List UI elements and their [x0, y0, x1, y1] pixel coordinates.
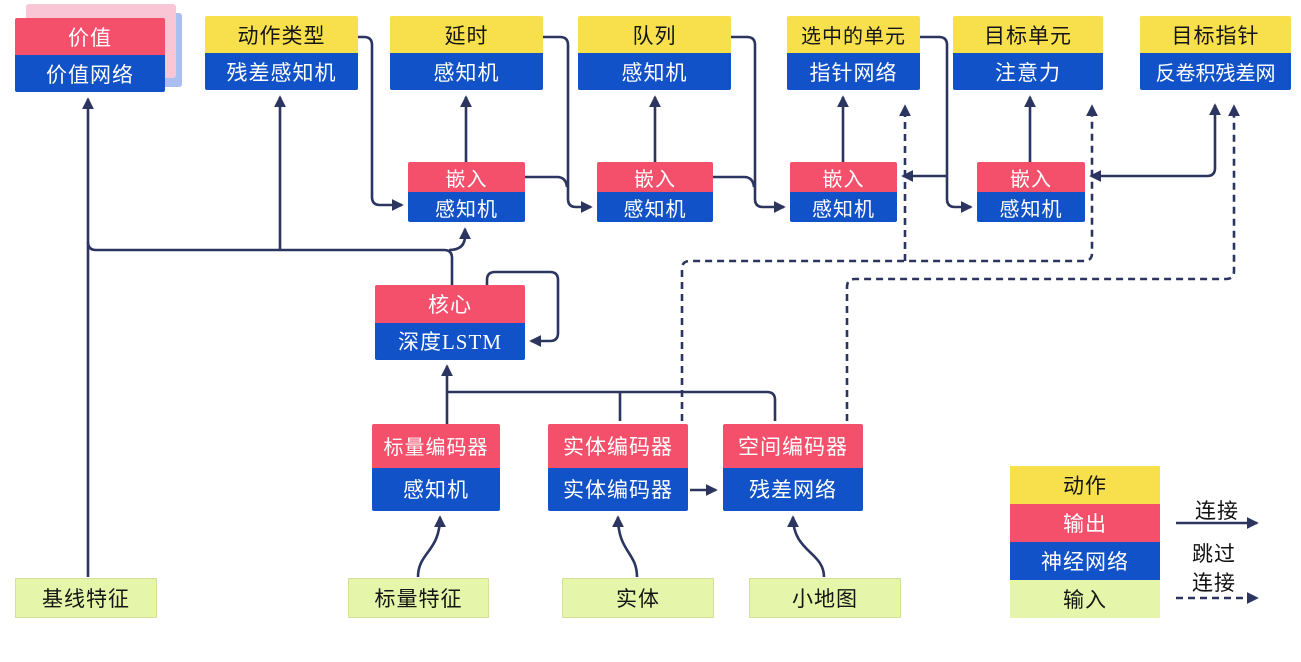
embed4-label: 嵌入 — [977, 162, 1085, 192]
wire-actiontype-to-embed1 — [358, 35, 404, 211]
wire-queue-to-embed3 — [731, 35, 786, 213]
spatial-encoder-network-label: 残差网络 — [723, 467, 863, 511]
wire-embed1-merge — [525, 175, 569, 188]
core-network-label: 深度LSTM — [375, 322, 525, 360]
wire-selected-to-embed4 — [920, 35, 973, 213]
input-entities: 实体 — [562, 578, 714, 618]
embed2-network-label: 感知机 — [597, 192, 713, 222]
target-unit-network-label: 注意力 — [953, 53, 1103, 90]
embed3-network-label: 感知机 — [790, 192, 897, 222]
node-entity-encoder: 实体编码器 实体编码器 — [548, 424, 688, 511]
legend-input-swatch: 输入 — [1010, 580, 1160, 618]
node-spatial-encoder: 空间编码器 残差网络 — [723, 424, 863, 511]
target-point-network-label: 反卷积残差网 — [1140, 53, 1291, 90]
embed1-label: 嵌入 — [408, 162, 525, 192]
core-label: 核心 — [375, 285, 525, 323]
skip-entityenc-to-targetunit — [680, 104, 1098, 421]
wire-delay-to-embed2 — [543, 35, 593, 213]
input-baseline-features: 基线特征 — [15, 578, 157, 618]
action-type-network-label: 残差感知机 — [205, 53, 358, 90]
target-unit-label: 目标单元 — [953, 16, 1103, 53]
value-output-label: 价值 — [15, 18, 165, 55]
wire-trunk-to-embed1 — [448, 227, 471, 252]
node-embed3: 嵌入 感知机 — [790, 162, 897, 222]
node-value: 价值 价值网络 — [15, 18, 165, 92]
wire-entities-to-entityenc — [612, 515, 639, 578]
delay-network-label: 感知机 — [390, 53, 543, 90]
node-delay: 延时 感知机 — [390, 16, 543, 90]
legend-skip-connection-label: 跳过连接 — [1192, 542, 1236, 595]
scalar-encoder-label: 标量编码器 — [372, 424, 500, 468]
node-embed2: 嵌入 感知机 — [597, 162, 713, 222]
queue-label: 队列 — [578, 16, 731, 53]
action-type-label: 动作类型 — [205, 16, 358, 53]
queue-network-label: 感知机 — [578, 53, 731, 90]
wire-embed2-merge — [713, 175, 756, 188]
node-core: 核心 深度LSTM — [375, 285, 525, 360]
delay-label: 延时 — [390, 16, 543, 53]
wire-core-self-loop — [485, 270, 560, 347]
node-embed4: 嵌入 感知机 — [977, 162, 1085, 222]
embed1-network-label: 感知机 — [408, 192, 525, 222]
node-embed1: 嵌入 感知机 — [408, 162, 525, 222]
input-minimap: 小地图 — [749, 578, 901, 618]
node-target-unit: 目标单元 注意力 — [953, 16, 1103, 90]
embed2-label: 嵌入 — [597, 162, 713, 192]
input-scalar-features: 标量特征 — [348, 578, 489, 618]
wire-encoder-trunk — [447, 390, 777, 421]
node-target-point: 目标指针 反卷积残差网 — [1140, 16, 1291, 90]
node-queue: 队列 感知机 — [578, 16, 731, 90]
legend-color-key: 动作 输出 神经网络 输入 — [1010, 466, 1160, 618]
wire-embed4-to-targetpoint — [1089, 103, 1221, 182]
value-network-label: 价值网络 — [15, 55, 165, 92]
entity-encoder-label: 实体编码器 — [548, 424, 688, 468]
entity-encoder-network-label: 实体编码器 — [548, 467, 688, 511]
selected-units-network-label: 指针网络 — [787, 53, 920, 90]
spatial-encoder-label: 空间编码器 — [723, 424, 863, 468]
wire-minimap-to-spatialenc — [787, 515, 826, 578]
legend-network-swatch: 神经网络 — [1010, 542, 1160, 580]
legend-connection-label: 连接 — [1195, 499, 1239, 523]
node-selected-units: 选中的单元 指针网络 — [787, 16, 920, 90]
target-point-label: 目标指针 — [1140, 16, 1291, 53]
node-action-type: 动作类型 残差感知机 — [205, 16, 358, 90]
wire-scalarfeat-to-scalarenc — [416, 515, 446, 578]
wire-core-output-trunk — [86, 241, 454, 285]
embed3-label: 嵌入 — [790, 162, 897, 192]
legend-action-swatch: 动作 — [1010, 466, 1160, 504]
node-scalar-encoder: 标量编码器 感知机 — [372, 424, 500, 511]
legend-output-swatch: 输出 — [1010, 504, 1160, 542]
scalar-encoder-network-label: 感知机 — [372, 467, 500, 511]
selected-units-label: 选中的单元 — [787, 16, 920, 53]
skip-spatialenc-to-targetpoint — [845, 104, 1240, 421]
embed4-network-label: 感知机 — [977, 192, 1085, 222]
